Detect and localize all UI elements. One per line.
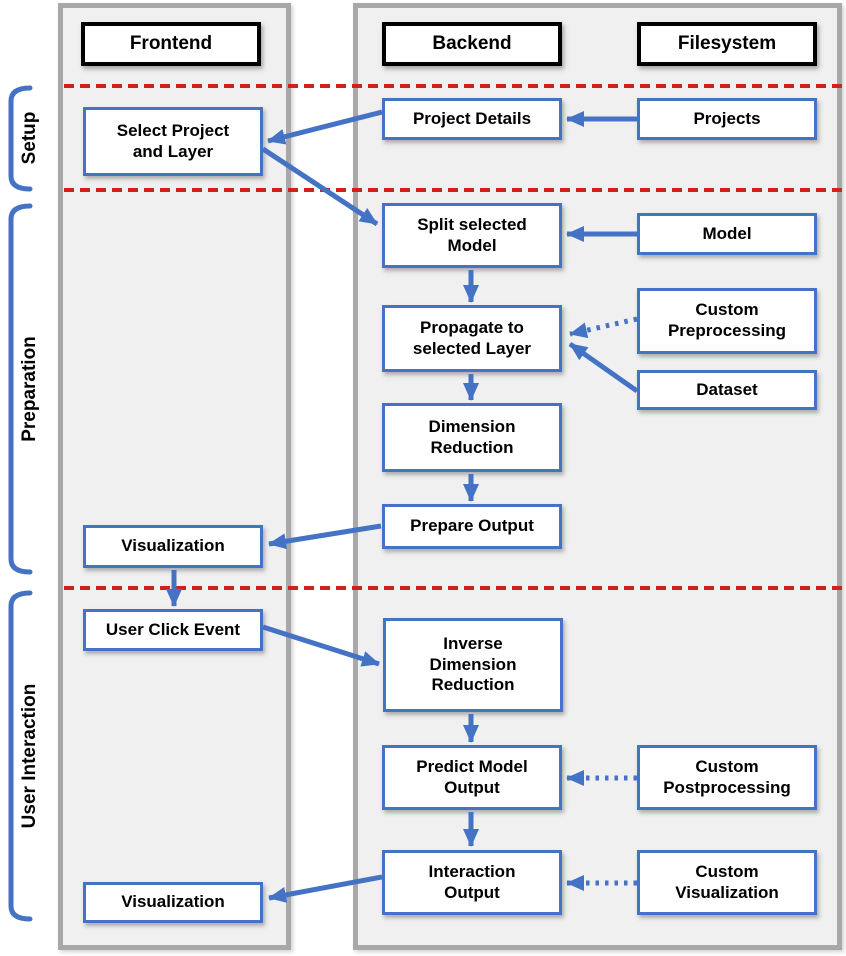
node-interaction-output: Interaction Output	[382, 850, 562, 915]
phase-label-preparation: Preparation	[19, 336, 40, 442]
node-dataset: Dataset	[637, 370, 817, 410]
node-user-click: User Click Event	[83, 609, 263, 651]
node-custom-postprocessing: Custom Postprocessing	[637, 745, 817, 810]
node-propagate: Propagate to selected Layer	[382, 305, 562, 372]
node-select-project: Select Project and Layer	[83, 107, 263, 176]
node-dim-reduction: Dimension Reduction	[382, 403, 562, 472]
node-visualization-2: Visualization	[83, 882, 263, 923]
node-model: Model	[637, 213, 817, 255]
node-projects: Projects	[637, 98, 817, 140]
column-header-filesystem: Filesystem	[637, 22, 817, 66]
node-predict-output: Predict Model Output	[382, 745, 562, 810]
phase-label-user-interaction: User Interaction	[19, 683, 40, 829]
node-visualization-1: Visualization	[83, 525, 263, 568]
phase-bracket-user-interaction	[8, 590, 33, 922]
column-header-backend: Backend	[382, 22, 562, 66]
node-split-model: Split selected Model	[382, 203, 562, 268]
node-custom-preprocessing: Custom Preprocessing	[637, 288, 817, 354]
node-custom-visualization: Custom Visualization	[637, 850, 817, 915]
node-prepare-output: Prepare Output	[382, 504, 562, 549]
phase-bracket-setup	[8, 85, 33, 192]
node-project-details: Project Details	[382, 98, 562, 140]
phase-label-setup: Setup	[19, 111, 40, 165]
node-inverse-dim: Inverse Dimension Reduction	[383, 618, 563, 712]
phase-bracket-preparation	[8, 203, 33, 575]
column-header-frontend: Frontend	[81, 22, 261, 66]
